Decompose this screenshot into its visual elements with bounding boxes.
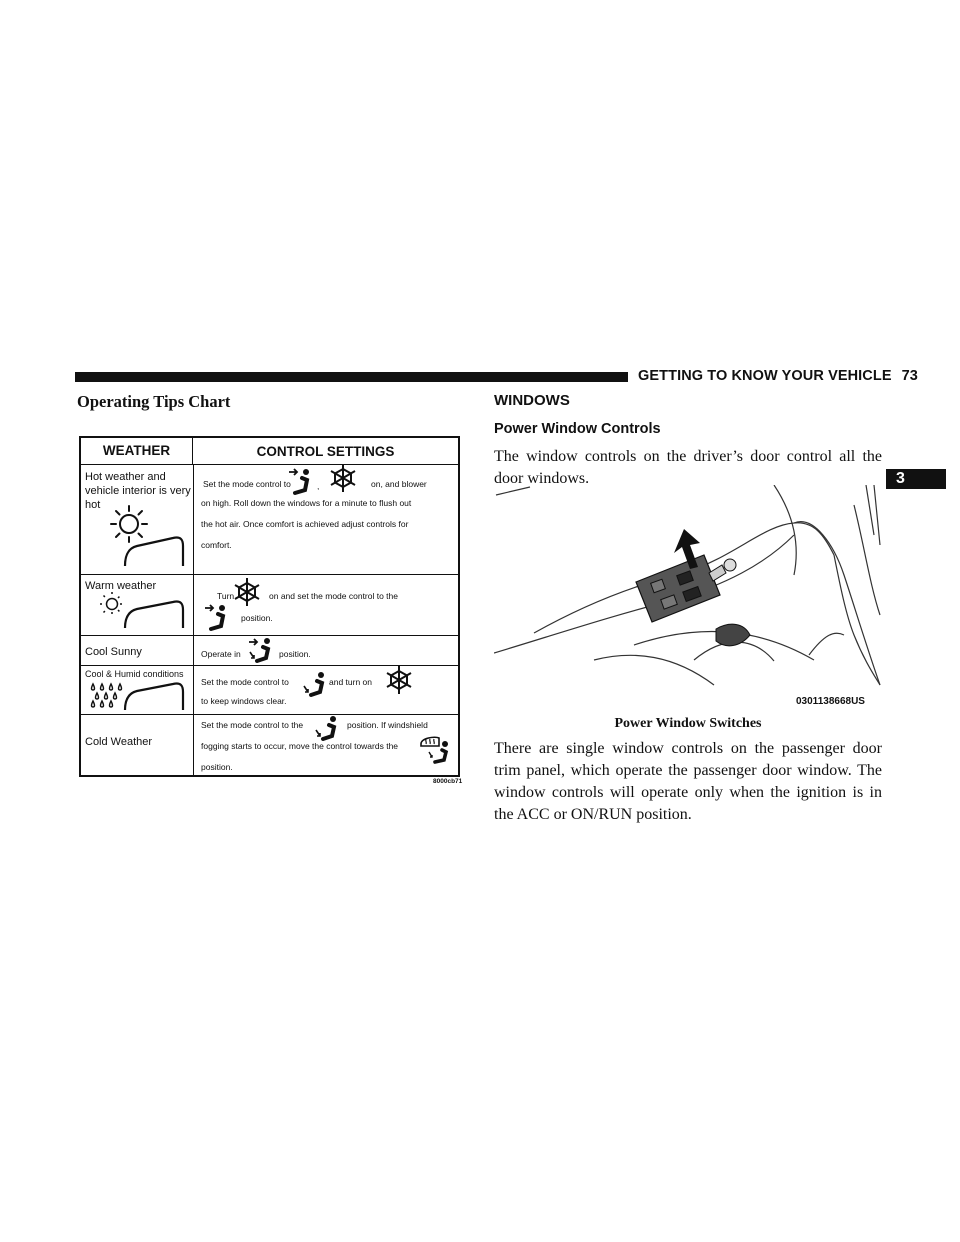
column-divider	[193, 464, 194, 775]
chapter-tab: 3	[886, 469, 946, 489]
weather-line: vehicle interior is very	[85, 485, 191, 497]
weather-label-cold: Cold Weather	[85, 736, 153, 748]
figure-code: 0301138668US	[796, 696, 865, 707]
section-title: Operating Tips Chart	[77, 392, 231, 411]
settings-text: on and set the mode control to the	[269, 591, 399, 601]
sun-icon	[110, 505, 148, 543]
weather-line: Hot weather and	[85, 471, 166, 483]
snowflake-icon	[330, 464, 356, 492]
car-seat-icon	[123, 682, 185, 711]
weather-label-warm: Warm weather	[85, 580, 157, 592]
settings-column-header: CONTROL SETTINGS	[256, 444, 395, 459]
settings-text: fogging starts to occur, move the contro…	[201, 741, 399, 751]
settings-text: Turn	[217, 591, 235, 601]
weather-label-cool-humid: Cool & Humid conditions	[85, 669, 184, 679]
chart-header-row: WEATHER CONTROL SETTINGS	[81, 438, 458, 465]
settings-text: the hot air. Once comfort is achieved ad…	[201, 519, 409, 529]
settings-text: position.	[201, 762, 233, 772]
panel-vent-mode-icon	[289, 468, 310, 495]
weather-label-cool-sunny: Cool Sunny	[85, 646, 142, 658]
snowflake-icon	[234, 578, 260, 606]
settings-text: on, and blower	[371, 479, 427, 489]
settings-text: ,	[317, 481, 320, 491]
row-divider	[81, 714, 458, 715]
running-header: GETTING TO KNOW YOUR VEHICLE 73	[638, 368, 918, 384]
settings-text: Set the mode control to	[201, 677, 289, 687]
car-seat-icon	[123, 600, 185, 629]
settings-text: position. If windshield	[347, 720, 428, 730]
chart-reference-code: 8000cb71	[433, 778, 463, 785]
car-seat-icon	[123, 536, 185, 567]
passenger-controls-paragraph: There are single window controls on the …	[494, 740, 882, 823]
page-number: 73	[901, 368, 918, 384]
settings-text: and turn on	[329, 677, 373, 687]
settings-text: on high. Roll down the windows for a min…	[201, 498, 412, 508]
power-window-switches-illustration	[494, 485, 881, 686]
settings-text: Set the mode control to the	[201, 720, 304, 730]
floor-mode-icon	[315, 716, 337, 741]
row-divider	[81, 635, 458, 636]
settings-text: comfort.	[201, 540, 232, 550]
intro-paragraph: The window controls on the driver’s door…	[494, 448, 882, 487]
row-divider	[81, 574, 458, 575]
sun-icon	[100, 592, 124, 616]
panel-floor-mode-icon	[249, 638, 271, 663]
rain-drops-icon	[90, 682, 123, 708]
header-rule	[75, 372, 628, 382]
row-divider	[81, 665, 458, 666]
windows-heading: WINDOWS	[494, 392, 570, 409]
settings-text: to keep windows clear.	[201, 696, 287, 706]
weather-column-header: WEATHER	[81, 438, 193, 464]
snowflake-icon	[386, 666, 412, 694]
power-window-controls-heading: Power Window Controls	[494, 421, 661, 437]
floor-mode-icon	[303, 672, 325, 697]
panel-vent-mode-icon	[205, 604, 226, 631]
settings-text: Operate in	[201, 649, 241, 659]
settings-text: Set the mode control to	[203, 479, 291, 489]
header-section: GETTING TO KNOW YOUR VEHICLE	[638, 368, 892, 384]
weather-label-hot: Hot weather and vehicle interior is very…	[85, 470, 191, 512]
weather-line: hot	[85, 499, 101, 511]
figure-caption: Power Window Switches	[614, 716, 762, 731]
settings-text: position.	[241, 613, 273, 623]
operating-tips-chart: WEATHER CONTROL SETTINGS Hot weather and…	[79, 436, 460, 777]
defrost-floor-mode-icon	[420, 736, 449, 764]
settings-text: position.	[279, 649, 311, 659]
